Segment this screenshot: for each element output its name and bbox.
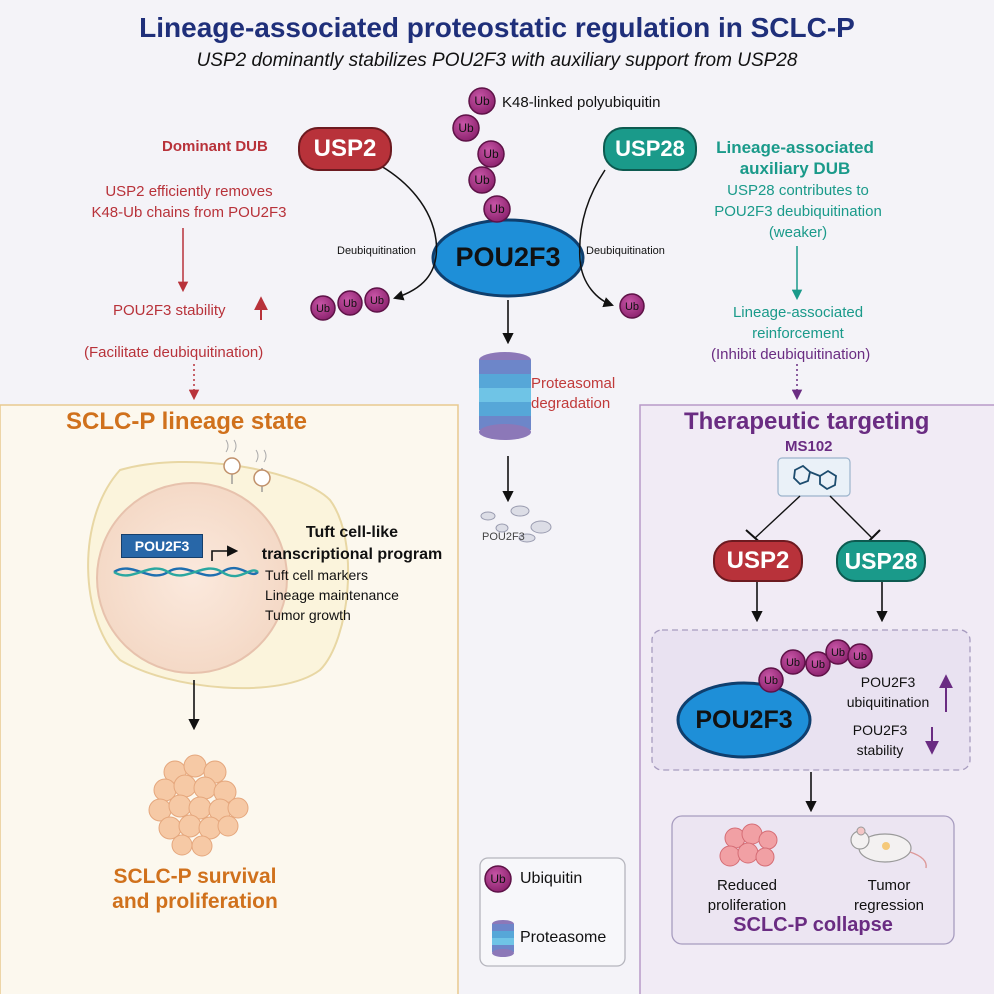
deubiq-left-label: Deubiquitination bbox=[337, 245, 416, 257]
proteasomal-degradation-label: Proteasomal degradation bbox=[531, 375, 616, 412]
ub-label: Ub bbox=[474, 94, 490, 108]
ub-label: Ub bbox=[490, 872, 506, 886]
program-heading: Tuft cell-like transcriptional program bbox=[261, 524, 443, 563]
usp28-therapy-pill: USP28 bbox=[836, 540, 926, 582]
ub-label: Ub bbox=[489, 202, 505, 216]
ub-label: Ub bbox=[483, 147, 499, 161]
drug-structure bbox=[793, 464, 837, 491]
ub-label: Ub bbox=[811, 659, 825, 671]
ub-label: Ub bbox=[764, 675, 778, 687]
fragments-graphic bbox=[480, 505, 552, 543]
ub-label: Ub bbox=[853, 651, 867, 663]
inhibit-usp2-line bbox=[754, 495, 801, 539]
fragments-label: POU2F3 bbox=[482, 531, 525, 543]
dominant-dub-label: Dominant DUB bbox=[162, 138, 268, 155]
ub-label: Ub bbox=[831, 647, 845, 659]
lineage-panel-title: SCLC-P lineage state bbox=[66, 408, 307, 435]
ub-released-left: Ub bbox=[310, 295, 336, 321]
page-title: Lineage-associated proteostatic regulati… bbox=[139, 12, 855, 43]
legend-ubiquitin-label: Ubiquitin bbox=[520, 870, 583, 887]
usp28-deubiq-arrow bbox=[578, 169, 614, 308]
legend-proteasome-icon bbox=[492, 920, 514, 957]
ub-released-left: Ub bbox=[337, 290, 363, 316]
pou2f3-top-label: POU2F3 bbox=[455, 242, 561, 272]
tumor-regression-label: Tumor regression bbox=[853, 877, 925, 914]
ub-therapy: Ub bbox=[780, 649, 806, 675]
facilitate-label: (Facilitate deubiquitination) bbox=[84, 344, 264, 361]
drug-label: MS102 bbox=[785, 438, 833, 455]
usp2-deubiq-arrow bbox=[369, 159, 438, 301]
usp2-therapy-label: USP2 bbox=[726, 547, 790, 574]
ub-released-right: Ub bbox=[619, 293, 645, 319]
program-item: Lineage maintenance bbox=[265, 587, 399, 603]
inhibit-label: (Inhibit deubiquitination) bbox=[711, 346, 871, 363]
ub-label: Ub bbox=[625, 301, 639, 313]
program-items: Tuft cell markers Lineage maintenance Tu… bbox=[265, 565, 399, 625]
page-subtitle: USP2 dominantly stabilizes POU2F3 with a… bbox=[196, 50, 798, 71]
usp2-top-pill: USP2 bbox=[298, 127, 392, 171]
usp28-top-label: USP28 bbox=[615, 136, 685, 161]
legend-proteasome-label: Proteasome bbox=[520, 929, 607, 946]
deubiq-right-label: Deubiquitination bbox=[586, 245, 665, 257]
usp2-therapy-pill: USP2 bbox=[713, 540, 803, 582]
pou2f3-gene-label: POU2F3 bbox=[134, 538, 190, 554]
ub-label: Ub bbox=[474, 173, 490, 187]
usp28-desc: USP28 contributes to POU2F3 deubiquitina… bbox=[714, 182, 882, 241]
ub-chain: Ub bbox=[477, 140, 505, 168]
usp28-therapy-label: USP28 bbox=[844, 548, 918, 574]
inhibit-usp28-line bbox=[829, 495, 873, 539]
ub-label: Ub bbox=[316, 303, 330, 315]
reduced-cells bbox=[719, 823, 778, 867]
auxiliary-dub-heading: Lineage-associated auxiliary DUB bbox=[716, 138, 874, 178]
ub-label: Ub bbox=[370, 295, 384, 307]
pou2f3-therapy-label: POU2F3 bbox=[695, 706, 793, 734]
reinforcement-label: Lineage-associated reinforcement bbox=[732, 304, 864, 342]
legend-box bbox=[479, 857, 626, 967]
ub-chain: Ub bbox=[468, 166, 496, 194]
legend-ub-icon: Ub bbox=[484, 865, 512, 893]
transcription-arrow bbox=[211, 545, 239, 561]
ub-label: Ub bbox=[343, 298, 357, 310]
pou2f3-top-ellipse bbox=[431, 218, 585, 298]
tumor-cluster bbox=[148, 754, 249, 857]
tuft-vesicle bbox=[253, 469, 271, 487]
ub-label: Ub bbox=[458, 121, 474, 135]
reduced-proliferation-label: Reduced proliferation bbox=[707, 877, 787, 914]
ub-therapy: Ub bbox=[758, 667, 784, 693]
usp2-desc: USP2 efficiently removes K48-Ub chains f… bbox=[91, 183, 287, 221]
ub-chain: Ub bbox=[452, 114, 480, 142]
stability-label: POU2F3 stability bbox=[113, 302, 226, 319]
ub-released-left: Ub bbox=[364, 287, 390, 313]
collapse-label: SCLC-P collapse bbox=[733, 914, 893, 936]
pou2f3-therapy-ellipse bbox=[676, 681, 812, 759]
ubiquitination-label: POU2F3 ubiquitination bbox=[846, 674, 930, 710]
ub-chain: Ub bbox=[468, 87, 496, 115]
ub-therapy: Ub bbox=[847, 643, 873, 669]
ub-therapy: Ub bbox=[825, 639, 851, 665]
therapy-panel-title: Therapeutic targeting bbox=[684, 408, 930, 435]
ub-chain: Ub bbox=[483, 195, 511, 223]
proteasome-graphic bbox=[479, 352, 531, 440]
program-item: Tumor growth bbox=[265, 607, 351, 623]
ub-label: Ub bbox=[786, 657, 800, 669]
usp28-top-pill: USP28 bbox=[603, 127, 697, 171]
ub-therapy: Ub bbox=[805, 651, 831, 677]
therapy-stability-label: POU2F3 stability bbox=[852, 722, 908, 758]
drug-box bbox=[777, 457, 851, 497]
nucleus bbox=[96, 482, 288, 674]
lineage-outcome: SCLC-P survival and proliferation bbox=[112, 865, 278, 913]
dna-helix bbox=[113, 566, 259, 578]
usp2-top-label: USP2 bbox=[313, 135, 377, 162]
program-item: Tuft cell markers bbox=[265, 567, 368, 583]
ub-chain-label: K48-linked polyubiquitin bbox=[502, 94, 661, 111]
tuft-vesicle bbox=[223, 457, 241, 475]
pou2f3-gene-box: POU2F3 bbox=[121, 534, 203, 558]
mouse-icon bbox=[850, 826, 927, 869]
